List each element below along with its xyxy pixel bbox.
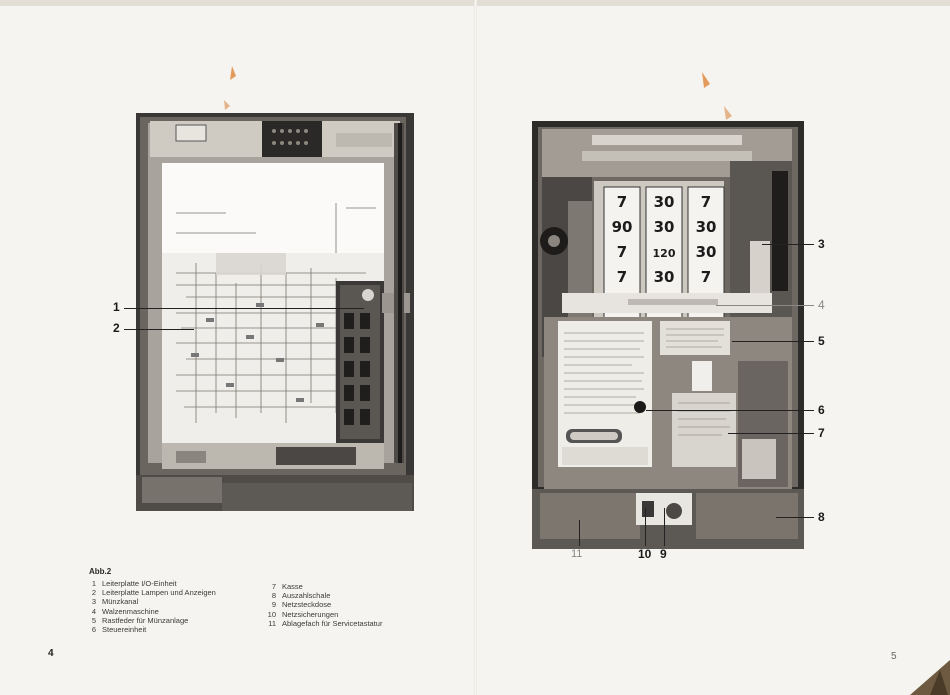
callout-label: 8 <box>818 510 825 524</box>
callout-label: 9 <box>660 547 667 561</box>
leader-line <box>124 308 364 309</box>
leader-line <box>762 244 814 245</box>
callout-label: 5 <box>818 334 825 348</box>
callout-label: 11 <box>571 548 583 560</box>
reel-symbol: 7 <box>701 193 711 211</box>
leader-line <box>124 329 194 330</box>
callout-label: 2 <box>113 321 120 335</box>
reel-symbol: 30 <box>696 218 717 236</box>
callout-label: 3 <box>818 237 825 251</box>
page-number-right: 5 <box>891 651 897 662</box>
leader-line <box>728 433 814 434</box>
reel-symbol: 30 <box>654 193 675 211</box>
callout-label: 7 <box>818 426 825 440</box>
reel-symbol: 7 <box>701 268 711 286</box>
leader-line <box>579 520 580 546</box>
machine-body-illustration: 79077603030301203060307303073030 <box>532 121 804 549</box>
leader-line <box>645 508 646 546</box>
corner-damage <box>910 660 950 695</box>
stain-mark <box>224 66 236 110</box>
reel-symbol: 7 <box>617 193 627 211</box>
leader-line <box>776 517 814 518</box>
callout-label: 6 <box>818 403 825 417</box>
leader-line <box>716 305 814 306</box>
reel-symbol: 90 <box>612 218 633 236</box>
right-cabinet-photo: 79077603030301203060307303073030 <box>532 121 804 549</box>
callout-label: 1 <box>113 300 120 314</box>
reel-symbol: 30 <box>654 268 675 286</box>
reel-symbol: 7 <box>617 243 627 261</box>
left-cabinet-photo <box>136 113 414 511</box>
leader-line <box>732 341 814 342</box>
callout-label: 4 <box>818 298 825 312</box>
page-fold <box>474 0 477 695</box>
leader-line <box>646 410 814 411</box>
reel-symbol: 30 <box>696 243 717 261</box>
figure-caption-heading: Abb.2 <box>89 567 112 576</box>
page-number-left: 4 <box>48 648 54 659</box>
reel-symbol: 30 <box>654 218 675 236</box>
callout-label: 10 <box>638 547 652 561</box>
door-interior-illustration <box>136 113 414 511</box>
leader-line <box>664 508 665 546</box>
reel-symbol: 120 <box>653 247 676 260</box>
reel-symbol: 7 <box>617 268 627 286</box>
stain-mark <box>702 72 732 120</box>
